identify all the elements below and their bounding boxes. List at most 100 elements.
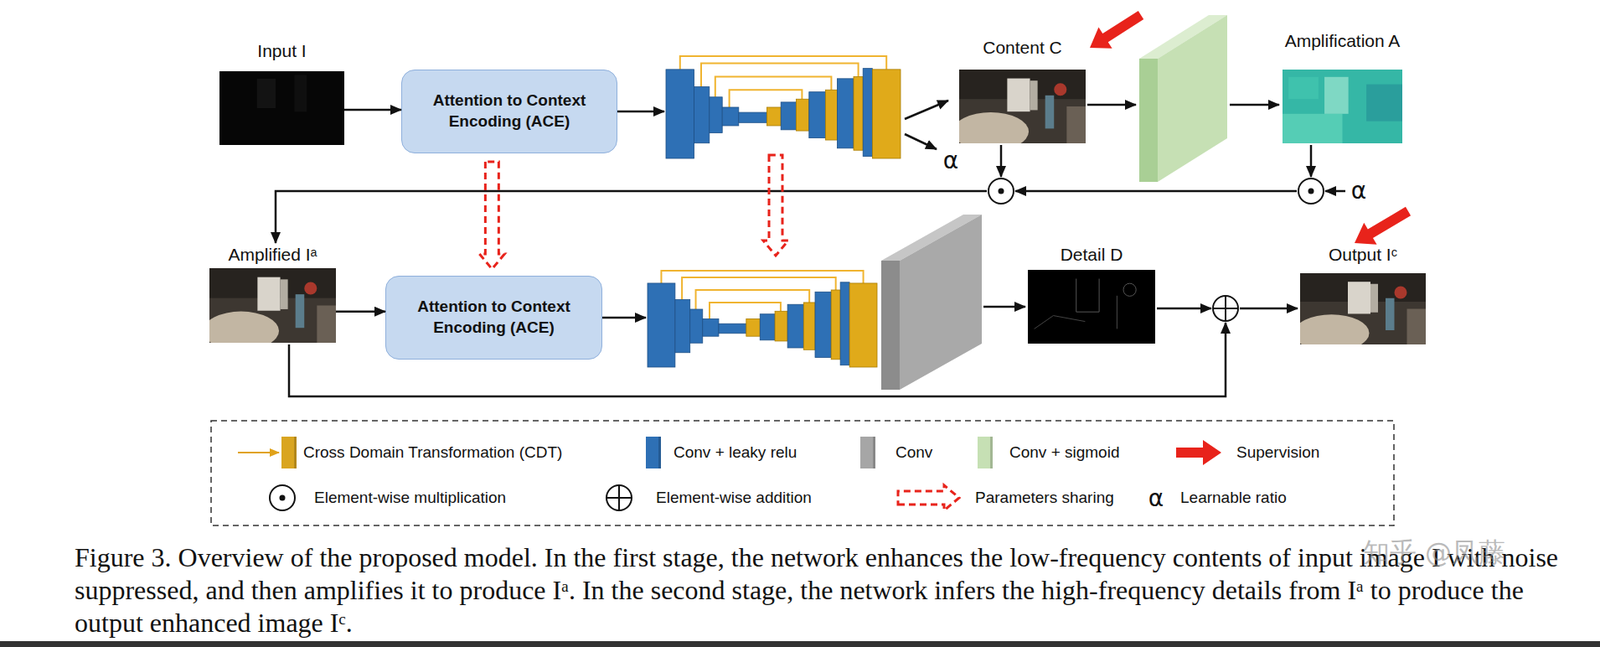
legend-swatch (281, 436, 297, 469)
connector-arrow (335, 310, 386, 314)
image-title: Amplified Iᵃ (228, 244, 318, 265)
conv-block (787, 304, 804, 348)
legend-text: Cross Domain Transformation (CDT) (303, 442, 563, 463)
conv-block (881, 260, 900, 390)
add-symbol (1212, 295, 1239, 321)
conv-block (694, 87, 710, 144)
cdt-block (766, 107, 781, 126)
cdt-block (825, 89, 837, 140)
skip-connection (701, 63, 859, 88)
image-box: Output Iᶜ (1300, 273, 1426, 345)
image-title: Output Iᶜ (1328, 244, 1398, 265)
image-thumbnail (1282, 69, 1403, 144)
legend-text: Supervision (1236, 442, 1320, 463)
box-label: Attention to Context Encoding (ACE) (417, 90, 602, 132)
photo-part (1045, 95, 1055, 130)
photo-part (1407, 309, 1427, 346)
image-thumbnail (219, 71, 345, 145)
photo-part (316, 305, 336, 344)
wire (1239, 307, 1298, 310)
conv-sigmoid-block (1157, 15, 1228, 182)
cdt-block (746, 319, 760, 337)
conv-block (675, 299, 691, 353)
photo-part (1282, 113, 1343, 144)
image-thumbnail (1027, 269, 1156, 344)
supervision-arrow (1354, 206, 1411, 245)
box-label: Attention to Context Encoding (ACE) (401, 296, 587, 338)
legend-swatch (645, 436, 661, 469)
wire (602, 316, 646, 320)
conv-block (780, 102, 796, 130)
photo-part (1030, 80, 1038, 110)
legend-frame (211, 420, 1394, 526)
process-box: Attention to Context Encoding (ACE) (385, 275, 603, 360)
image-box: Content C (959, 69, 1086, 144)
conv-block (899, 214, 982, 390)
photo-part (1347, 281, 1371, 314)
conv-block (709, 97, 723, 134)
multiply-symbol (279, 495, 286, 501)
wire (1000, 144, 1003, 177)
photo-bg (219, 71, 345, 145)
legend-text: Learnable ratio (1180, 487, 1287, 508)
legend-text: Conv + sigmoid (1009, 442, 1120, 463)
legend-text: Element-wise multiplication (314, 487, 506, 508)
bottom-bar (0, 640, 1600, 647)
image-box: Input I (219, 71, 345, 145)
photo-part (304, 281, 317, 295)
photo-part (1300, 314, 1370, 345)
wire (983, 305, 1026, 309)
conv-block (759, 314, 775, 341)
wire (275, 190, 987, 243)
wire (1156, 307, 1212, 310)
conv-block (647, 283, 676, 367)
photo-part (280, 278, 289, 310)
image-title: Detail D (1060, 244, 1124, 265)
conv-block (862, 68, 873, 157)
photo-part (1123, 283, 1136, 296)
photo-part (257, 277, 280, 311)
photo-bg (1027, 269, 1156, 344)
photo-part (1324, 77, 1349, 114)
photo-part (1385, 298, 1395, 331)
conv-block (718, 323, 747, 334)
photo-part (257, 78, 276, 109)
ratio-symbol: α (943, 146, 959, 175)
cdt-block (774, 310, 788, 341)
image-thumbnail (959, 69, 1086, 144)
legend-text: Conv (895, 442, 933, 463)
image-title: Amplification A (1285, 30, 1401, 52)
legend-text: Parameters sharing (975, 487, 1115, 508)
image-thumbnail (1300, 273, 1426, 345)
ratio-symbol: α (1351, 176, 1367, 205)
wire (1229, 103, 1280, 107)
photo-part (1034, 315, 1086, 330)
photo-part (1116, 295, 1118, 330)
legend-swatch (977, 436, 993, 469)
add-symbol (606, 485, 632, 511)
photo-part (1066, 106, 1086, 144)
legend-text: Conv + leaky relu (673, 442, 797, 463)
conv-block (738, 112, 768, 123)
cdt-block (849, 283, 878, 367)
conv-block (815, 291, 831, 357)
conv-block (840, 282, 850, 366)
conv-block (702, 319, 719, 337)
watermark: 知乎 @凤藤 (1362, 534, 1506, 572)
cdt-block (853, 76, 863, 150)
multiply-symbol (988, 178, 1014, 204)
image-thumbnail (209, 268, 336, 343)
conv-sigmoid-block (1139, 58, 1158, 182)
conv-block (809, 92, 826, 139)
photo-part (959, 112, 1029, 144)
wire (1310, 144, 1313, 177)
wire (1087, 103, 1136, 107)
legend-swatch (860, 436, 876, 469)
cdt-block (795, 98, 809, 131)
image-box: Detail D (1027, 269, 1156, 344)
cdt-sample-arrow (237, 451, 279, 454)
wire (617, 110, 665, 114)
conv-block (722, 107, 739, 126)
multiply-symbol (998, 188, 1005, 195)
